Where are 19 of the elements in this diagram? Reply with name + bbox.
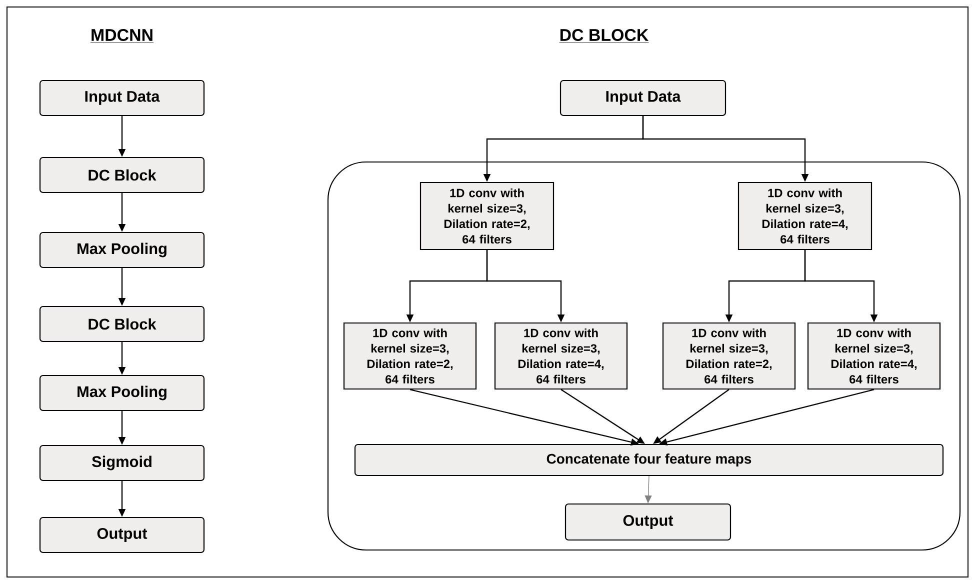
conv-layer-box: 1D conv with kernel size=3, Dilation rate=2, 64 filters <box>662 322 796 390</box>
process-box: Concatenate four feature maps <box>354 444 944 476</box>
heading: MDCNN <box>90 29 154 43</box>
conv-layer-box: 1D conv with kernel size=3, Dilation rate=2, 64 filters <box>343 322 477 390</box>
process-box: Input Data <box>39 80 205 116</box>
process-box: Input Data <box>560 80 726 116</box>
process-box: Output <box>39 516 205 554</box>
process-box: Sigmoid <box>39 444 205 482</box>
process-box: DC Block <box>39 306 205 342</box>
conv-layer-box: 1D conv with kernel size=3, Dilation rate=2, 64 filters <box>420 182 554 250</box>
conv-layer-box: 1D conv with kernel size=3, Dilation rate=4, 64 filters <box>738 182 872 250</box>
process-box: Max Pooling <box>39 232 205 268</box>
heading: DC BLOCK <box>559 29 649 43</box>
block-container <box>327 161 961 551</box>
process-box: Max Pooling <box>39 374 205 412</box>
process-box: Output <box>564 503 732 541</box>
conv-layer-box: 1D conv with kernel size=3, Dilation rate=4, 64 filters <box>807 322 941 390</box>
conv-layer-box: 1D conv with kernel size=3, Dilation rate=4, 64 filters <box>494 322 628 390</box>
process-box: DC Block <box>39 156 205 194</box>
